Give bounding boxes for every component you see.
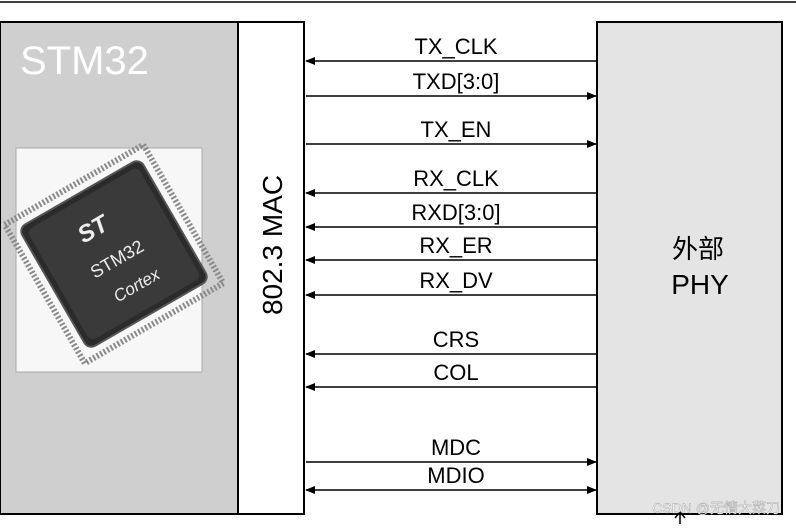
phy-block	[596, 21, 783, 515]
mac-label: 802.3 MAC	[257, 175, 288, 315]
watermark: CSDN @无情大菜刀	[652, 500, 780, 516]
signal-label-col: COL	[433, 360, 478, 385]
signal-label-rx-dv: RX_DV	[419, 268, 493, 293]
stm32-chip-image: ST STM32 Cortex	[0, 140, 228, 373]
signal-label-rx-er: RX_ER	[419, 233, 492, 258]
signal-label-txd-3-0: TXD[3:0]	[413, 69, 500, 94]
signal-label-rxd-3-0: RXD[3:0]	[411, 200, 500, 225]
signal-label-tx-clk: TX_CLK	[414, 34, 497, 59]
mac-block	[237, 21, 305, 515]
signal-lines: TX_CLK TXD[3:0] TX_EN RX_CLK RXD[3:0] RX_ER RX…	[305, 34, 597, 494]
signal-label-tx-en: TX_EN	[421, 117, 492, 142]
phy-label-line2: PHY	[671, 269, 729, 300]
signal-label-rx-clk: RX_CLK	[413, 166, 499, 191]
signal-label-mdio: MDIO	[427, 463, 484, 488]
signal-label-mdc: MDC	[431, 435, 481, 460]
signal-label-crs: CRS	[433, 327, 479, 352]
bottom-arrow-icon	[674, 510, 686, 524]
stm32-title: STM32	[20, 39, 149, 83]
phy-label-line1: 外部	[672, 234, 724, 264]
